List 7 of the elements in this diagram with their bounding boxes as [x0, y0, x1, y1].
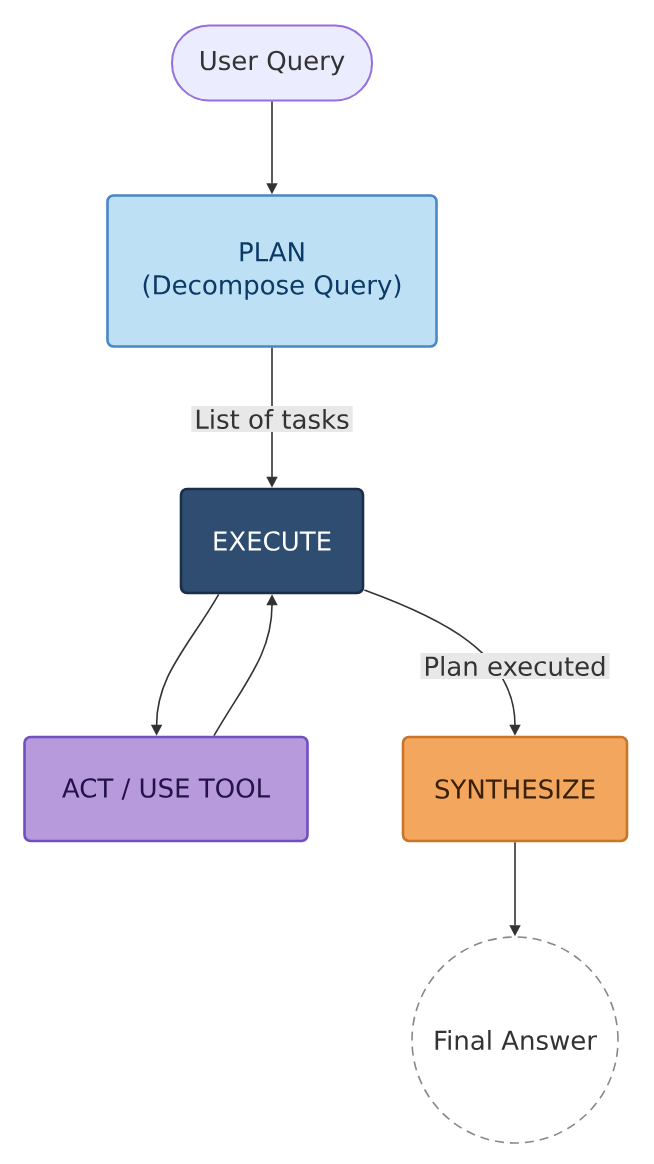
process-box: SYNTHESIZE: [401, 735, 629, 843]
terminal-pill: User Query: [171, 24, 373, 102]
process-box: EXECUTE: [179, 487, 365, 595]
edge-label: Plan executed: [420, 652, 610, 680]
process-box: ACT / USE TOOL: [23, 735, 309, 843]
edge-label: List of tasks: [191, 405, 353, 433]
process-box: PLAN (Decompose Query): [106, 194, 438, 348]
